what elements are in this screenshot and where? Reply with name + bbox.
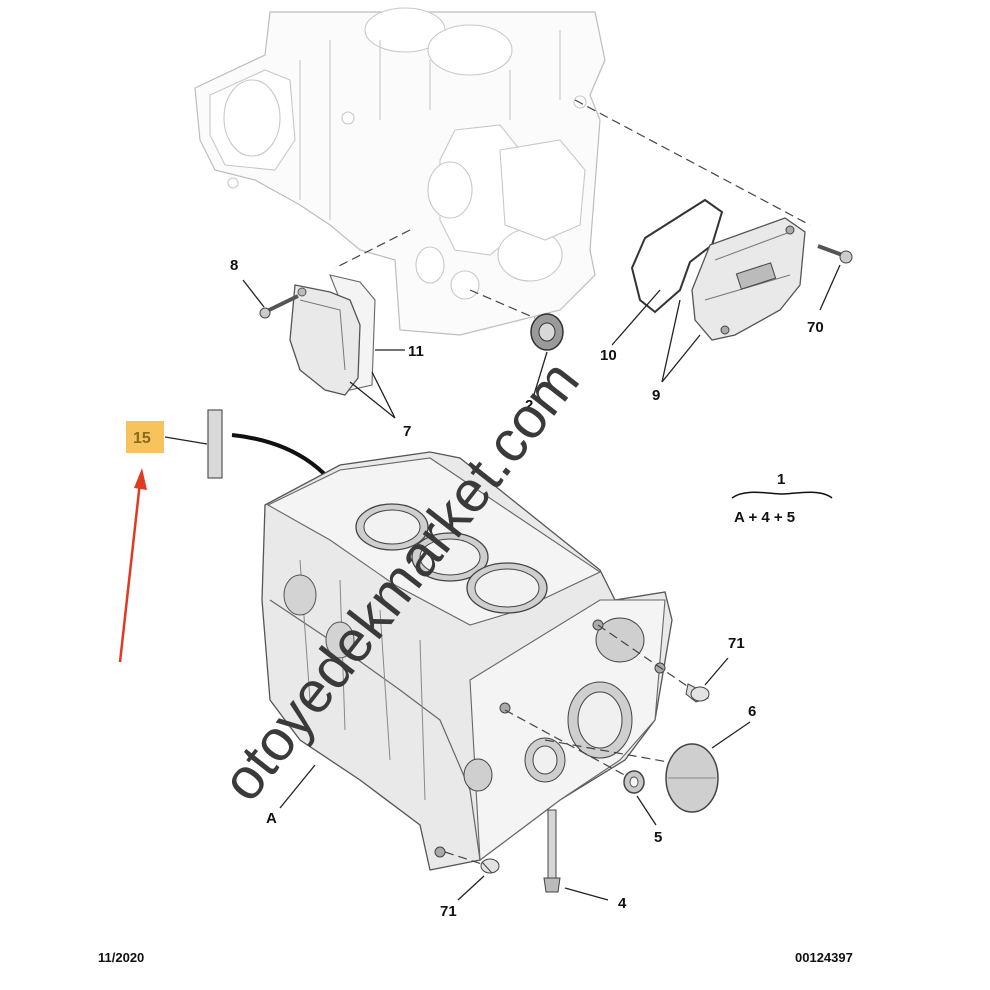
callout-9: 9 xyxy=(652,387,660,404)
callout-71-bottom: 71 xyxy=(440,903,457,920)
upper-engine-block-ghost xyxy=(194,7,606,336)
callout-71-top: 71 xyxy=(728,635,745,652)
leader-lines xyxy=(164,264,841,901)
dowel-71-bottom xyxy=(480,858,500,874)
assembly-line-plug-6 xyxy=(544,739,669,763)
callout-a: A xyxy=(266,810,277,827)
assembly-line-breather xyxy=(334,229,411,269)
dowel-71-top xyxy=(685,683,710,703)
callout-1: 1 xyxy=(777,471,785,488)
bolt-70 xyxy=(817,244,853,264)
callout-1-formula: A + 4 + 5 xyxy=(734,509,795,526)
lower-engine-block-a xyxy=(261,451,673,871)
callout-8: 8 xyxy=(230,257,238,274)
callout-10: 10 xyxy=(600,347,617,364)
breather-cover-7 xyxy=(289,284,361,396)
assembly-line-seal xyxy=(469,289,536,319)
seal-ring-2 xyxy=(530,313,564,351)
callout-11: 11 xyxy=(408,343,424,360)
callout-6: 6 xyxy=(748,703,756,720)
callout-15: 15 xyxy=(133,430,151,447)
callout-15-highlight xyxy=(126,421,164,453)
callout-7: 7 xyxy=(403,423,411,440)
assembly-line-71-top xyxy=(597,624,691,689)
bolt-4 xyxy=(543,809,561,893)
callout-4: 4 xyxy=(618,895,627,912)
callout-5: 5 xyxy=(654,829,662,846)
footer-reference: 00124397 xyxy=(795,950,853,965)
callout-2: 2 xyxy=(525,397,533,414)
gasket-10 xyxy=(630,198,724,314)
assembly-line-ring-5 xyxy=(504,709,631,779)
callout-1-brace xyxy=(731,491,833,499)
timing-cover-9 xyxy=(691,217,806,341)
arrow-up-icon xyxy=(118,468,147,663)
footer-date: 11/2020 xyxy=(98,950,144,965)
bolt-8 xyxy=(259,294,299,319)
assembly-line-cover xyxy=(574,99,811,226)
blanking-plug-6 xyxy=(665,743,719,813)
breather-cover-assembly xyxy=(289,274,376,396)
assembly-line-71-bottom xyxy=(444,851,486,866)
callout-70: 70 xyxy=(807,319,824,336)
seal-ring-5 xyxy=(623,770,645,794)
